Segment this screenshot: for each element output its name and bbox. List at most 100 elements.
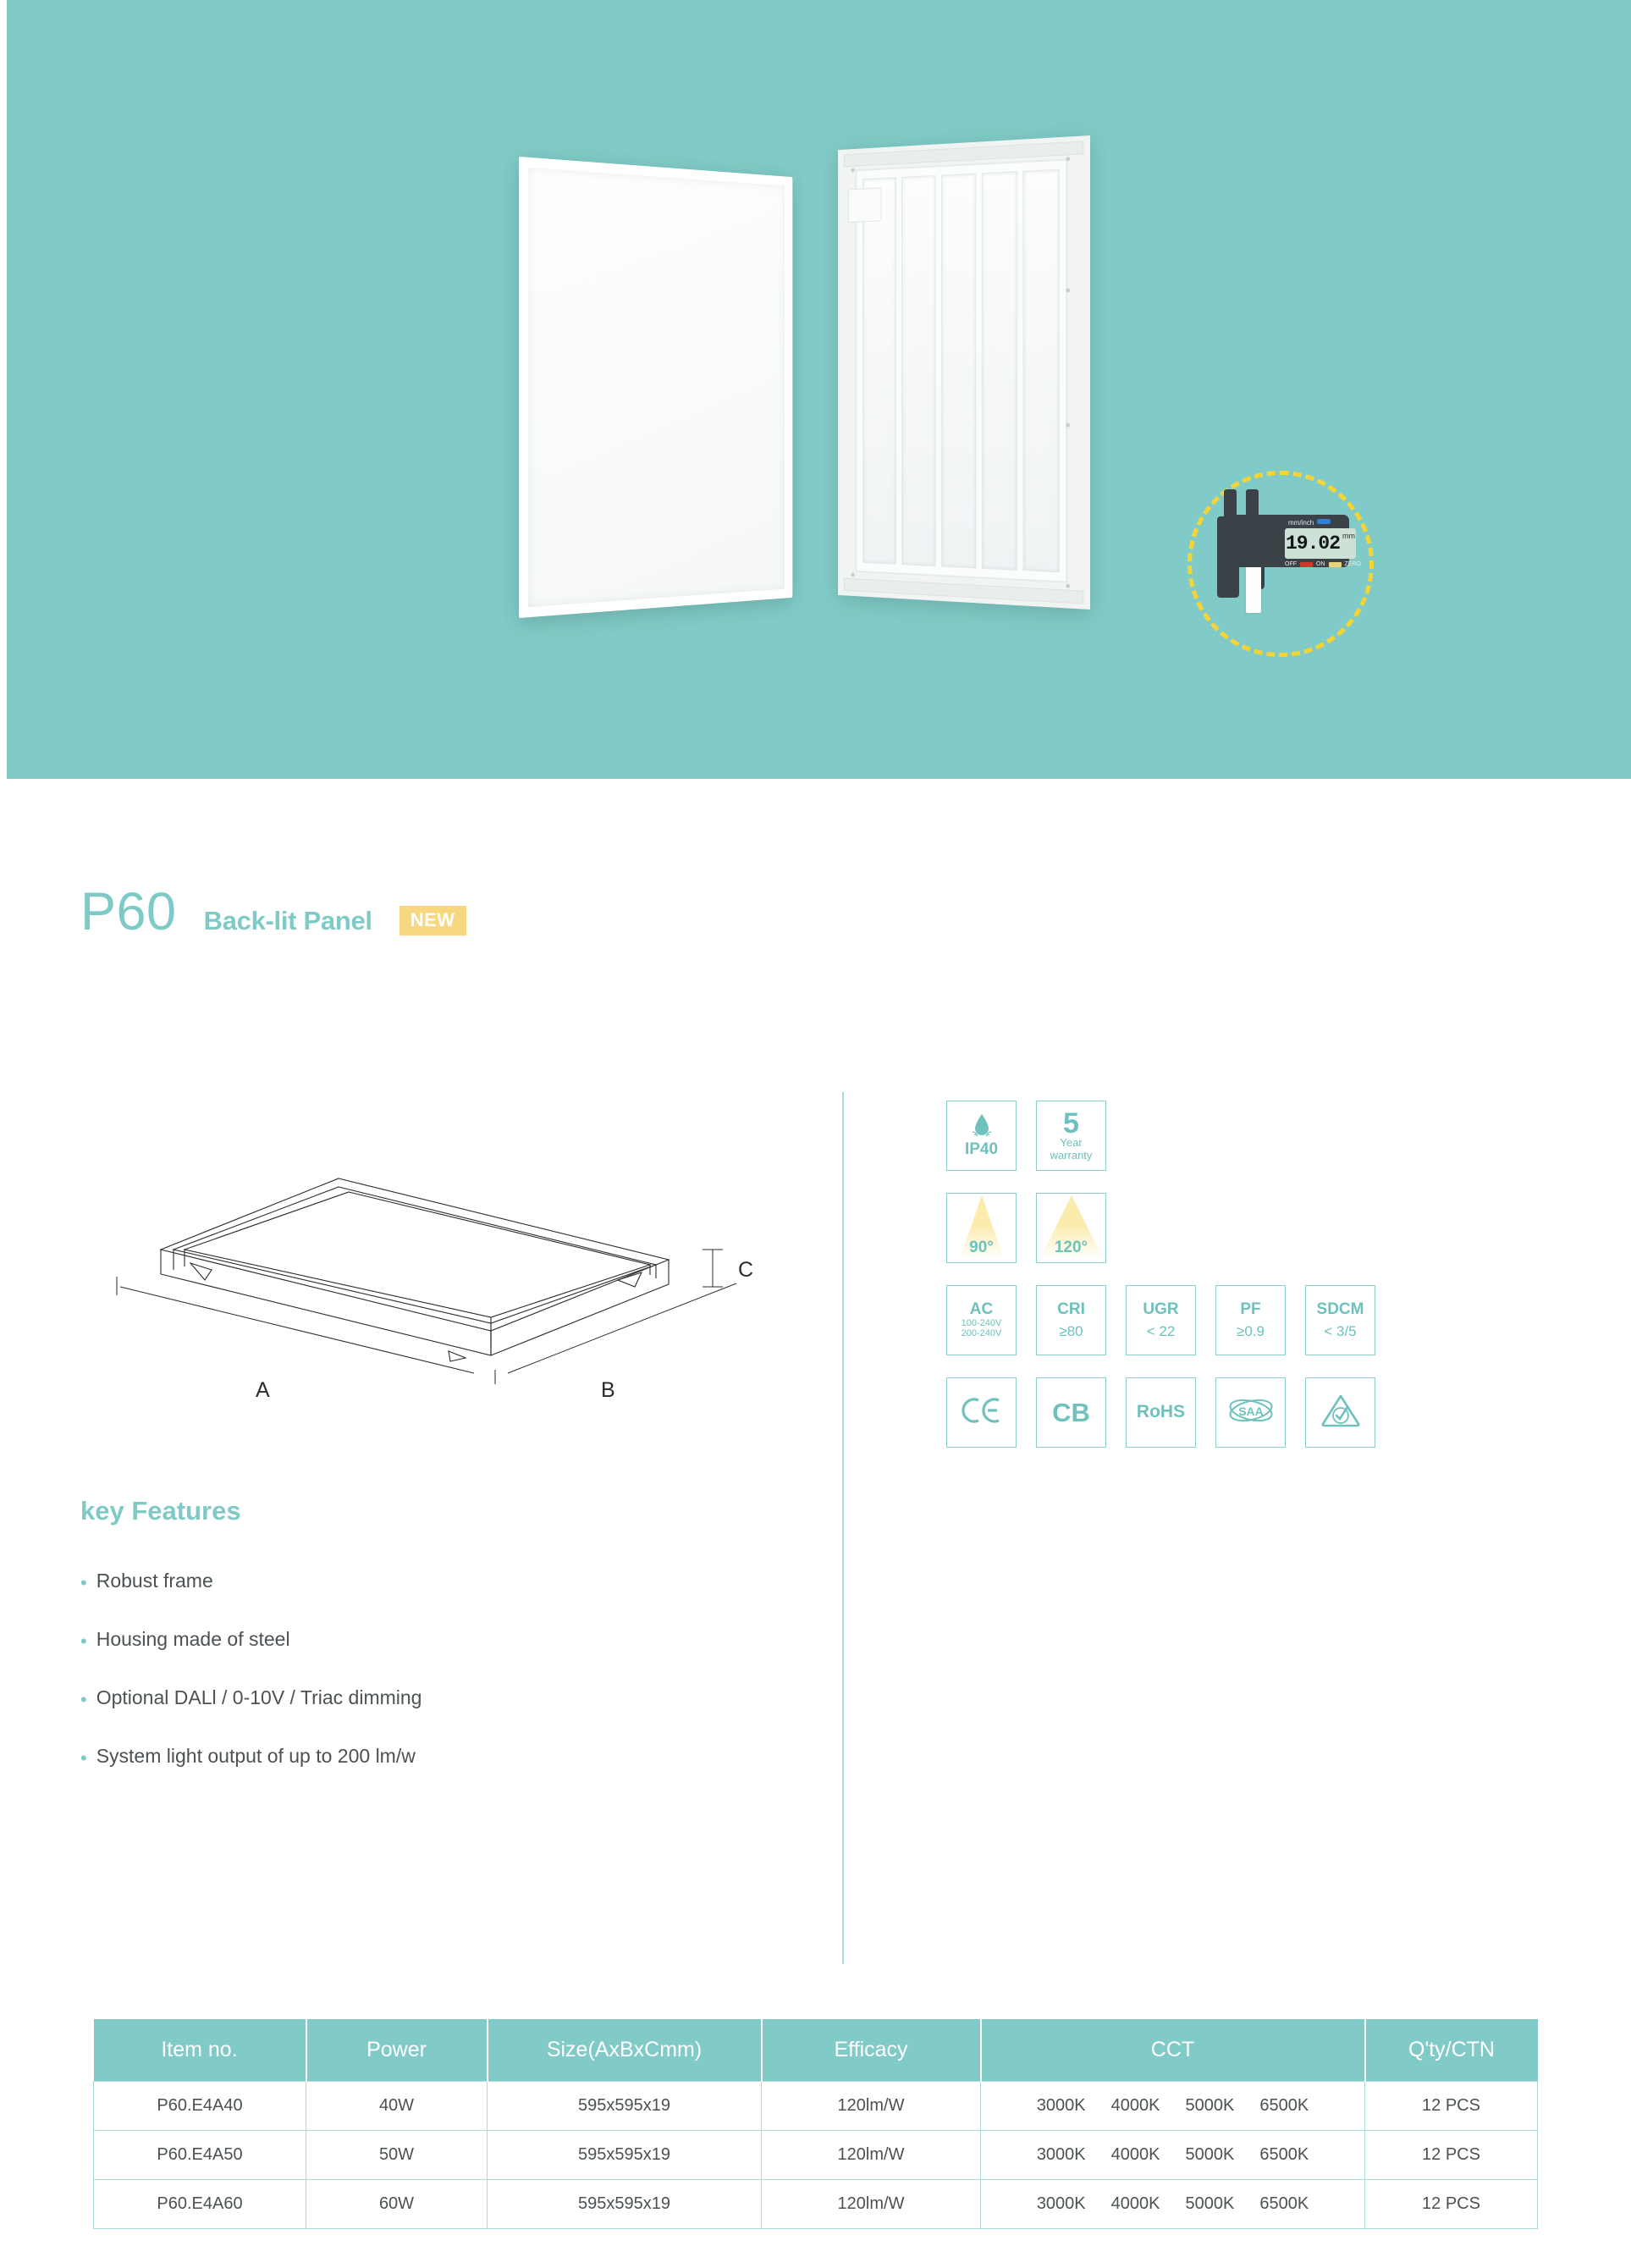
led-strip (1022, 168, 1060, 573)
dimension-label-b: B (601, 1378, 615, 1397)
column-header-item-no: Item no. (93, 2019, 307, 2082)
page-title: P60 Back-lit Panel NEW (80, 886, 466, 939)
caliper-jaw-moving (1246, 489, 1259, 518)
cell-efficacy: 120lm/W (761, 2081, 981, 2131)
cct-value: 6500K (1259, 2145, 1309, 2164)
spec-badge-sdcm: SDCM < 3/5 (1305, 1285, 1375, 1355)
caliper-body: mm/inch 19.02 mm OFF ON ZERO (1222, 515, 1361, 567)
cct-value: 6500K (1259, 2194, 1309, 2213)
dimension-drawing: A B C (110, 1151, 787, 1402)
cell-qty: 12 PCS (1364, 2179, 1538, 2229)
status-badge: NEW (399, 906, 466, 935)
svg-text:SAA: SAA (1238, 1404, 1264, 1418)
feature-text: Optional DALl / 0-10V / Triac dimming (96, 1686, 422, 1708)
panel-diffuser-face (519, 157, 793, 618)
cell-item-no: P60.E4A60 (93, 2179, 306, 2229)
screw-icon (1066, 422, 1071, 428)
caliper-jaw-fixed (1224, 489, 1237, 518)
cell-cct: 3000K 4000K 5000K 6500K (980, 2179, 1365, 2229)
spec-badge-pf: PF ≥0.9 (1215, 1285, 1286, 1355)
warranty-label-warranty: warranty (1050, 1148, 1093, 1162)
caliper-mode-label: mm/inch (1288, 519, 1314, 527)
ce-mark-icon (961, 1396, 1002, 1429)
spec-badge-ugr: UGR < 22 (1126, 1285, 1196, 1355)
spec-badge-rcm (1305, 1377, 1375, 1448)
cell-item-no: P60.E4A40 (93, 2081, 306, 2131)
voltage-range-1: 100-240V (961, 1317, 1002, 1328)
list-item: • Housing made of steel (80, 1628, 774, 1652)
bullet-icon: • (80, 1631, 87, 1652)
panel-isometric-svg: A B C (116, 1178, 753, 1402)
cell-efficacy: 120lm/W (761, 2179, 981, 2229)
beam-angle-label: 120° (1054, 1239, 1088, 1256)
screw-icon (1066, 583, 1071, 588)
list-item: • Optional DALl / 0-10V / Triac dimming (80, 1686, 774, 1709)
caliper-zero-button[interactable] (1328, 561, 1342, 567)
cell-efficacy: 120lm/W (761, 2130, 981, 2180)
caliper-button-row: OFF ON ZERO (1285, 561, 1361, 567)
cell-cct: 3000K 4000K 5000K 6500K (980, 2081, 1365, 2131)
specification-badges: IP40 5 Year warranty 90° 120° AC 100-240… (946, 1101, 1606, 1470)
spec-title: PF (1240, 1300, 1261, 1318)
rohs-mark-icon: RoHS (1136, 1402, 1186, 1422)
caliper-mode-button (1317, 519, 1331, 524)
led-strip (901, 175, 936, 567)
water-drop-icon (972, 1113, 992, 1139)
cct-value: 6500K (1259, 2096, 1309, 2115)
caliper-display: 19.02 mm (1285, 528, 1356, 559)
led-strip (940, 173, 977, 569)
spec-value: < 22 (1146, 1323, 1176, 1340)
column-header-cct: CCT (980, 2019, 1366, 2082)
caliper-power-button[interactable] (1300, 561, 1313, 567)
spec-badge-cb: CB (1036, 1377, 1106, 1448)
cct-value: 3000K (1036, 2096, 1086, 2115)
cell-qty: 12 PCS (1364, 2081, 1538, 2131)
screw-icon (1066, 157, 1071, 162)
cell-power: 40W (306, 2081, 488, 2131)
cct-value: 5000K (1185, 2194, 1235, 2213)
beam-fade-overlay (947, 1223, 1016, 1262)
caliper-unit: mm (1342, 532, 1355, 540)
feature-text: Housing made of steel (96, 1628, 290, 1650)
spec-badge-rohs: RoHS (1126, 1377, 1196, 1448)
dimension-label-a: A (256, 1378, 270, 1397)
caliper-zero-label: ZERO (1344, 561, 1361, 567)
saa-mark-icon: SAA (1226, 1393, 1276, 1432)
spec-value: ≥80 (1059, 1323, 1083, 1340)
spec-row-beam-angle: 90° 120° (946, 1193, 1606, 1263)
spec-badge-voltage: AC 100-240V 200-240V (946, 1285, 1017, 1355)
dimension-label-c: C (738, 1258, 753, 1282)
feature-text: Robust frame (96, 1570, 213, 1592)
spec-value: ≥0.9 (1237, 1323, 1265, 1340)
cct-value: 5000K (1185, 2145, 1235, 2164)
driver-terminal-box (848, 187, 882, 223)
column-header-power: Power (306, 2019, 488, 2082)
certification-row: CB RoHS SAA (946, 1377, 1606, 1448)
beam-fade-overlay (1037, 1223, 1105, 1262)
table-header-row: Item no. Power Size(AxBxCmm) Efficacy CC… (93, 2019, 1538, 2082)
feature-text: System light output of up to 200 lm/w (96, 1745, 416, 1767)
voltage-range-2: 200-240V (961, 1328, 1002, 1339)
cell-size: 595x595x19 (487, 2179, 762, 2229)
spec-badge-beam-90: 90° (946, 1193, 1017, 1263)
cell-power: 50W (306, 2130, 488, 2180)
spec-title: UGR (1143, 1300, 1179, 1318)
table-row: P60.E4A60 60W 595x595x19 120lm/W 3000K 4… (93, 2179, 1538, 2229)
spec-badge-saa: SAA (1215, 1377, 1286, 1448)
spec-value: < 3/5 (1324, 1323, 1357, 1340)
caliper-off-label: OFF (1285, 561, 1297, 567)
spec-badge-cri: CRI ≥80 (1036, 1285, 1106, 1355)
cell-item-no: P60.E4A50 (93, 2130, 306, 2180)
cb-mark-icon: CB (1052, 1397, 1090, 1427)
spec-row-electrical: AC 100-240V 200-240V CRI ≥80 UGR < 22 PF… (946, 1285, 1606, 1355)
led-strip (862, 177, 896, 565)
cct-value: 5000K (1185, 2096, 1235, 2115)
table-row: P60.E4A40 40W 595x595x19 120lm/W 3000K 4… (93, 2081, 1538, 2131)
cct-value: 4000K (1110, 2194, 1160, 2213)
cct-value: 3000K (1036, 2145, 1086, 2164)
cell-cct: 3000K 4000K 5000K 6500K (980, 2130, 1365, 2180)
spec-title: SDCM (1316, 1300, 1364, 1318)
key-features-heading: key Features (80, 1496, 241, 1526)
spec-badge-ip-rating: IP40 (946, 1101, 1017, 1171)
led-strip-array (855, 158, 1068, 583)
